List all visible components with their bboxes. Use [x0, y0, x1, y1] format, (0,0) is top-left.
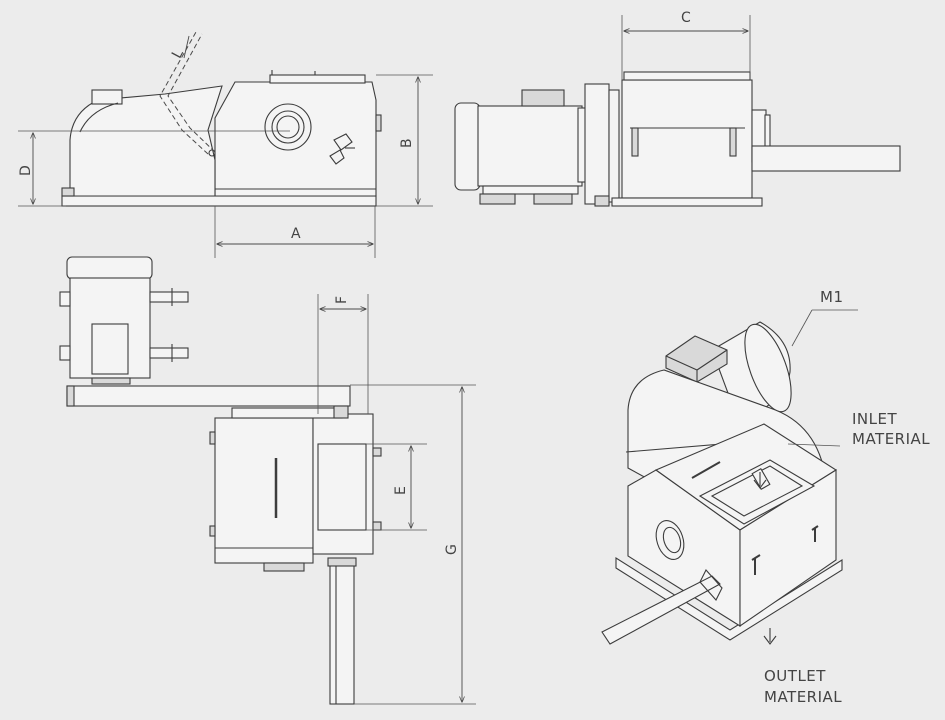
dim-d: D: [18, 130, 290, 207]
side-view: L: [61, 31, 382, 207]
dim-l-label: L: [169, 47, 187, 62]
callout-outlet-1: OUTLET: [764, 667, 826, 685]
dim-d-label: D: [18, 165, 34, 176]
dim-a-label: A: [291, 226, 301, 242]
dim-f-label: F: [334, 296, 350, 304]
dim-b: B: [376, 74, 433, 207]
callout-inlet-2: MATERIAL: [852, 430, 930, 448]
dim-g: G: [350, 384, 476, 705]
callout-m1: M1: [820, 288, 844, 306]
top-view: [59, 256, 382, 705]
dim-f: F: [317, 294, 369, 414]
callout-outlet-2: MATERIAL: [764, 688, 842, 706]
dim-e-label: E: [393, 486, 409, 495]
callout-inlet-1: INLET: [852, 410, 897, 428]
dim-c-label: C: [681, 10, 691, 26]
isometric-view: [601, 321, 843, 645]
front-view: [454, 71, 901, 207]
dim-c: C: [621, 10, 751, 80]
dim-g-label: G: [444, 544, 460, 555]
dim-e: E: [366, 443, 427, 531]
dim-b-label: B: [399, 138, 415, 148]
dim-a: A: [214, 206, 376, 258]
callouts: M1 INLET MATERIAL OUTLET MATERIAL: [764, 288, 930, 706]
